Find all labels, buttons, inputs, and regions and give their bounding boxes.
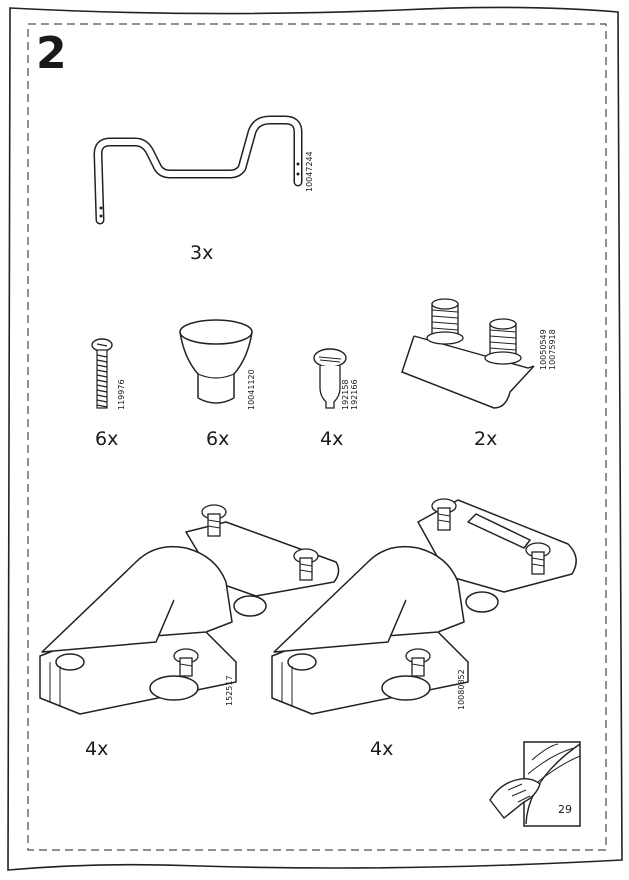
part-code-pair: 10050549 10075918: [539, 329, 558, 370]
screw-icon: [91, 338, 113, 409]
knob-icon: [179, 319, 253, 404]
part-code-pair: 192158 192166: [341, 379, 360, 410]
part-quantity: 6x: [206, 428, 230, 450]
hinge-icon: [39, 504, 340, 715]
part-code: 10080852: [457, 669, 466, 710]
cam-lock-icon: [313, 348, 347, 409]
part-quantity: 4x: [85, 738, 109, 760]
part-quantity: 4x: [320, 428, 344, 450]
part-code: 10047244: [305, 151, 314, 192]
part-code: 10041120: [247, 369, 256, 410]
step-number: 2: [36, 28, 67, 79]
part-quantity: 6x: [95, 428, 119, 450]
part-quantity: 3x: [190, 242, 214, 264]
part-quantity: 4x: [370, 738, 394, 760]
page-number: 29: [558, 803, 572, 816]
soft-close-hinge-icon: [271, 498, 577, 715]
page-turn-icon: [489, 741, 581, 827]
part-code: 192166: [349, 379, 359, 410]
part-quantity: 2x: [474, 428, 498, 450]
wire-bracket-icon: [93, 115, 303, 225]
part-code: 152517: [225, 675, 234, 706]
part-code: 119976: [117, 379, 126, 410]
part-code: 10075918: [547, 329, 557, 370]
twin-dowel-bracket-icon: [401, 298, 535, 409]
